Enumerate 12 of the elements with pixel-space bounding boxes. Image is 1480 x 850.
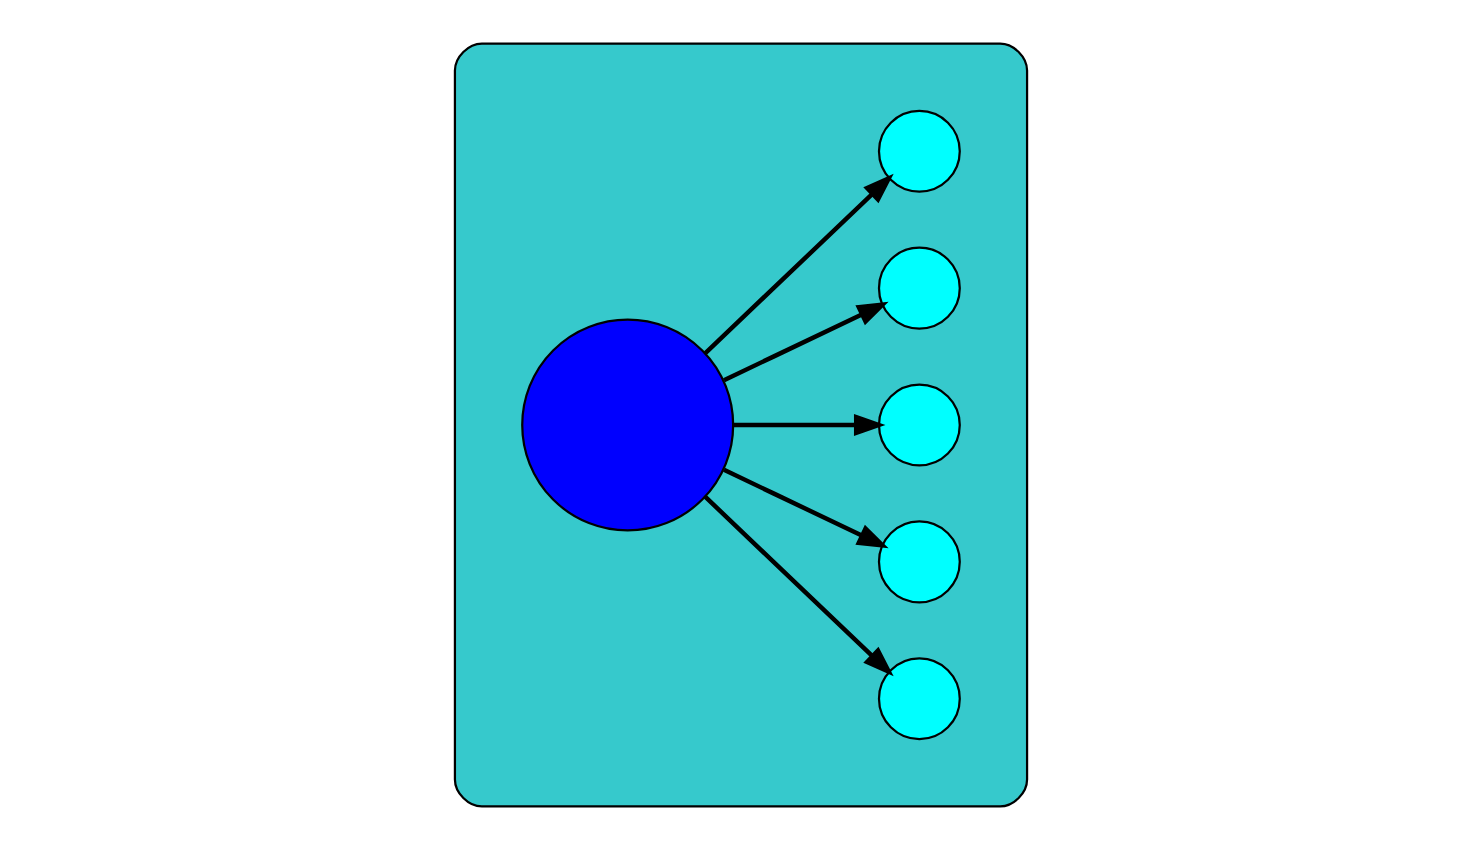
cluster: [452, 42, 1028, 808]
arrow: [722, 301, 888, 383]
node-circle: [876, 246, 960, 330]
arrow: [702, 495, 893, 677]
node-circle: [876, 109, 960, 193]
node-circle: [876, 520, 960, 604]
arrow: [732, 414, 885, 436]
arrow: [722, 467, 888, 549]
arrow: [702, 173, 893, 355]
node-circle: [876, 383, 960, 467]
node-circle: [520, 318, 734, 532]
node-circle: [876, 657, 960, 741]
